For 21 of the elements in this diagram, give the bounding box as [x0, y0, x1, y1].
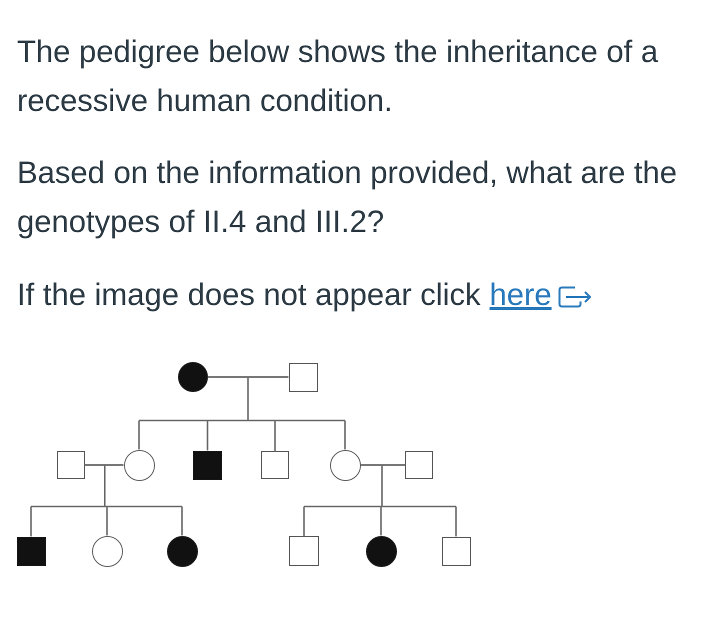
- descent-line: [138, 376, 346, 452]
- male-symbol: [288, 362, 318, 392]
- male-symbol: [405, 451, 433, 479]
- instruction-text: If the image does not appear click: [17, 277, 481, 312]
- male-symbol: [442, 536, 470, 566]
- male-symbol: [289, 536, 319, 566]
- female-symbol: [92, 536, 122, 566]
- descent-line: [303, 464, 457, 538]
- male-symbol: [56, 451, 84, 479]
- female-symbol: [330, 450, 360, 480]
- intro-text: The pedigree below shows the inheritance of a recessive human condition.: [17, 33, 660, 120]
- male-symbol: [261, 451, 289, 479]
- here-link: here: [490, 277, 552, 312]
- affected-female-symbol: [166, 536, 198, 566]
- affected-male-symbol: [193, 450, 222, 480]
- descent-line: [30, 464, 183, 538]
- female-symbol: [124, 450, 154, 480]
- affected-male-symbol: [16, 536, 46, 566]
- affected-female-symbol: [366, 536, 396, 566]
- question-text: Based on the information provided, what are the genotypes of II.4 and III.2?: [17, 154, 678, 240]
- affected-female-symbol: [178, 362, 208, 392]
